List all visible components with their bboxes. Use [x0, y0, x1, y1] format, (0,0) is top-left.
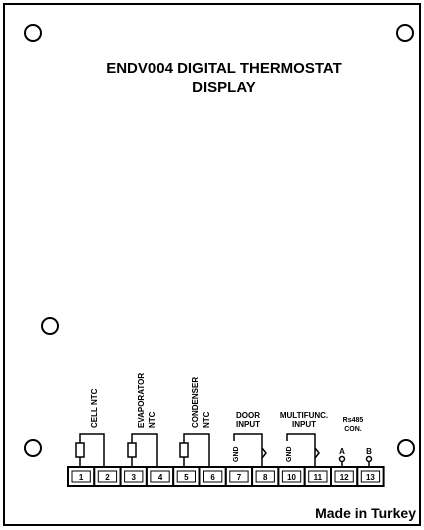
terminal-number: 11: [314, 473, 323, 482]
terminal-13: 13: [356, 466, 385, 487]
mounting-hole-mid-left: [41, 317, 59, 335]
rs485-a-label: A: [339, 447, 345, 456]
terminal-2: 2: [93, 466, 122, 487]
terminal-screw: [97, 470, 118, 483]
terminal-screw: [281, 470, 302, 483]
terminal-3: 3: [119, 466, 148, 487]
cell-ntc-label: CELL NTC: [90, 388, 99, 428]
terminal-screw: [203, 470, 223, 483]
title-line2: DISPLAY: [192, 79, 256, 96]
condenser-ntc-symbol: [179, 433, 210, 466]
mounting-hole-top-right: [396, 24, 414, 42]
rs485-b-label: B: [366, 447, 372, 456]
terminal-1: 1: [67, 466, 96, 487]
terminal-number: 2: [105, 473, 110, 482]
terminal-4: 4: [145, 466, 175, 487]
multifunc-input-label-line1: MULTIFUNC.: [280, 411, 328, 420]
mounting-hole-bottom-right: [397, 439, 415, 457]
terminal-number: 12: [340, 473, 349, 482]
multifunc-gnd-label: GND: [286, 446, 293, 462]
terminal-screw: [71, 470, 91, 483]
condenser-label-line1: CONDENSER: [191, 377, 200, 428]
terminal-number: 4: [158, 473, 163, 482]
mounting-hole-top-left: [24, 24, 42, 42]
terminal-screw: [308, 470, 328, 483]
condenser-label-line2: NTC: [202, 411, 211, 428]
multifunc-input-switch-symbol: [286, 433, 320, 466]
terminal-number: 10: [287, 473, 296, 482]
terminal-number: 3: [132, 473, 137, 482]
rs485-label-line2: CON.: [344, 426, 362, 433]
rs485-label-line1: Rs485: [343, 417, 364, 424]
terminal-screw: [150, 470, 170, 483]
terminal-number: 8: [263, 473, 268, 482]
terminal-screw: [255, 470, 275, 483]
mounting-hole-bottom-left: [24, 439, 42, 457]
made-in-turkey-label: Made in Turkey: [315, 505, 416, 521]
terminal-7: 7: [224, 466, 254, 487]
panel-border: [3, 3, 421, 526]
terminal-screw: [334, 470, 354, 483]
evaporator-ntc-symbol: [127, 433, 158, 466]
terminal-number: 5: [184, 473, 189, 482]
terminal-screw: [124, 470, 144, 483]
evaporator-label-line1: EVAPORATOR: [137, 373, 146, 428]
door-input-label-line2: INPUT: [236, 420, 260, 429]
terminal-number: 7: [237, 473, 242, 482]
door-gnd-label: GND: [233, 446, 240, 462]
multifunc-input-label-line2: INPUT: [292, 420, 316, 429]
terminal-11: 11: [303, 466, 333, 487]
terminal-box: [356, 466, 385, 487]
terminal-number: 6: [210, 473, 215, 482]
terminal-8: 8: [251, 466, 280, 487]
cell-ntc-symbol: [75, 433, 105, 466]
evaporator-label-line2: NTC: [148, 411, 157, 428]
terminal-number: 13: [366, 473, 375, 482]
terminal-12: 12: [330, 466, 359, 487]
title-line1: ENDV004 DIGITAL THERMOSTAT: [106, 60, 342, 77]
terminal-6: 6: [198, 466, 227, 487]
door-input-switch-symbol: [233, 433, 267, 466]
rs485-pins: [338, 455, 373, 467]
door-input-label-line1: DOOR: [236, 411, 260, 420]
terminal-screw: [360, 470, 381, 483]
terminal-10: 10: [277, 466, 306, 487]
terminal-screw: [176, 470, 196, 483]
terminal-5: 5: [172, 466, 201, 487]
terminal-screw: [229, 470, 249, 483]
terminal-number: 1: [79, 473, 84, 482]
